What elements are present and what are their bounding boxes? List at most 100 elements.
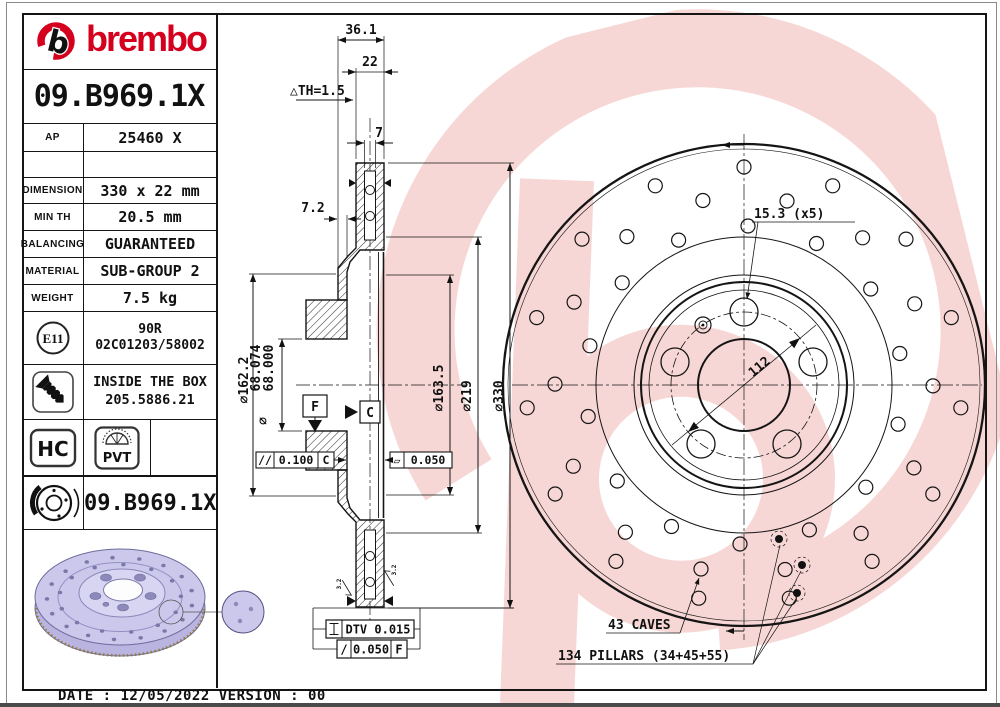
flatness-value: 0.050 [411, 453, 446, 467]
row-label: MIN TH [22, 204, 84, 230]
table-row-balancing: BALANCING GUARANTEED [21, 231, 216, 258]
center-bore [697, 338, 791, 432]
row-label: WEIGHT [22, 285, 84, 311]
homologation-line1: 90R [138, 321, 162, 337]
table-row-material: MATERIAL SUB-GROUP 2 [22, 258, 216, 285]
dim-hat-thickness: 7.2 [301, 201, 324, 216]
footer: DATE : 12/05/2022 VERSION : 00 [8, 688, 994, 704]
dim-dia-hat: ⌀162.2 [237, 357, 252, 404]
row-label [22, 152, 84, 177]
row-value: 330 x 22 mm [100, 181, 200, 200]
drawing-frame [22, 13, 987, 691]
box-content-line1: INSIDE THE BOX [93, 374, 207, 391]
runout-datum: F [395, 643, 402, 657]
runout-value: 0.050 [353, 643, 389, 657]
bolt-holes-label: 15.3 (x5) [754, 207, 824, 222]
box-content-row: INSIDE THE BOX 205.5886.21 [22, 365, 216, 420]
row-value: 20.5 mm [118, 208, 182, 226]
dim-vent-width: 7 [375, 126, 383, 141]
runout-frame [336, 639, 408, 659]
row-label: AP [22, 124, 84, 151]
e11-badge-text: E11 [42, 331, 63, 346]
hc-badge-icon: HC [29, 428, 76, 467]
brand-wordmark: brembo [86, 18, 208, 59]
dim-bore-lower: 68.000 [262, 344, 277, 391]
boxed-part-row: 09.B969.1X [22, 477, 216, 530]
e11-homologation-icon: E11 [36, 321, 69, 355]
brand-header: b brembo [22, 13, 216, 70]
badges-row: HC PVT [22, 420, 216, 477]
parallelism-datum: C [323, 453, 330, 467]
part-number-row: 09.B969.1X [22, 70, 216, 124]
table-row-dimension: DIMENSION 330 x 22 mm [22, 178, 216, 204]
bolt-circle [670, 311, 818, 459]
detail-zoom-circle [221, 590, 265, 634]
table-row-weight: WEIGHT 7.5 kg [22, 285, 216, 312]
dim-band-width: 22 [362, 55, 378, 70]
dtv-value: DTV 0.015 [345, 623, 410, 637]
dtv-bracket [312, 607, 514, 650]
roughness-mark-left [341, 580, 353, 596]
brembo-logo-icon: b [37, 22, 75, 64]
datum-c-label: C [366, 406, 374, 421]
pin-hole [694, 316, 712, 334]
parallelism-value: 0.100 [279, 453, 314, 467]
row-value [84, 152, 216, 177]
parallelism-frame [255, 451, 347, 469]
boxed-part-number: 09.B969.1X [84, 490, 217, 516]
pillar-markers [556, 530, 811, 665]
homologation-row: E11 90R 02C01203/58002 [22, 312, 216, 365]
pvt-badge-text: PVT [103, 451, 132, 466]
pillars-label: 134 PILLARS (34+45+55) [558, 649, 730, 664]
dim-dia-inner: ⌀219 [460, 380, 475, 411]
row-label: DIMENSION [22, 178, 84, 203]
datum-f-label: F [311, 400, 319, 415]
datum-c-frame [345, 400, 381, 424]
row-value: GUARANTEED [104, 235, 196, 253]
brembo-watermark [376, 9, 1000, 707]
roughness-mark-right [383, 570, 395, 586]
table-row-ap: AP 25460 X [22, 124, 216, 152]
row-label: BALANCING [21, 231, 84, 257]
date-version-text: DATE : 12/05/2022 VERSION : 00 [58, 688, 326, 704]
disc-caliper-icon [29, 484, 79, 522]
window-bottom-edge [0, 703, 1000, 707]
flatness-symbol: ▱ [394, 454, 401, 468]
hub-bolt-holes-3d [89, 573, 157, 612]
dim-dia-drum: ⌀163.5 [432, 365, 447, 412]
dia-symbol: ⌀ [256, 417, 271, 425]
rotation-arrows [721, 141, 744, 635]
runout-symbol: / [340, 643, 347, 657]
drill-dots-3d [44, 555, 195, 642]
row-value: SUB-GROUP 2 [100, 262, 200, 280]
table-row-min-th: MIN TH 20.5 mm [22, 204, 216, 231]
pvt-badge-icon: PVT [94, 425, 140, 470]
part-number: 09.B969.1X [33, 79, 206, 114]
box-content-line2: 205.5886.21 [105, 392, 195, 408]
dim-total-width: 36.1 [345, 23, 376, 38]
badges-empty-cell [151, 420, 216, 475]
row-value: 7.5 kg [122, 289, 178, 307]
caves-label: 43 CAVES [608, 618, 671, 633]
table-row-blank [22, 152, 216, 178]
homologation-line2: 02C01203/58002 [95, 338, 205, 353]
roughness-right-value: 3.2 [391, 564, 398, 575]
disc-3d-view [34, 548, 265, 657]
spec-table: b brembo 09.B969.1X AP 25460 X DIMENSION… [21, 13, 218, 688]
th-note: △TH=1.5 [290, 84, 345, 99]
dtv-frame [325, 619, 415, 639]
screw-icon [31, 371, 74, 413]
friction-face-markers [347, 179, 393, 606]
render-3d-cell [22, 530, 216, 688]
parallelism-symbol: // [258, 453, 272, 467]
row-value: 25460 X [118, 128, 182, 147]
pcd-dimension [671, 324, 817, 446]
drill-holes [519, 159, 969, 606]
datum-f-frame [302, 394, 328, 432]
hc-badge-text: HC [37, 437, 68, 461]
roughness-left-value: 3.2 [336, 578, 343, 589]
section-view [249, 36, 514, 659]
disc-front-view [501, 134, 987, 665]
